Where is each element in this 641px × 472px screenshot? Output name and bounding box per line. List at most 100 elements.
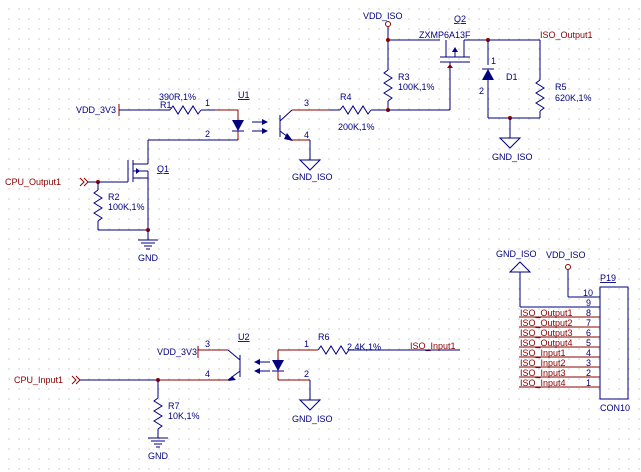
p19-pin-number: 8	[586, 308, 591, 318]
iso-input1-port-label: ISO_Input1	[410, 341, 456, 351]
p19-pin-row: 10	[583, 288, 593, 298]
q2-value: ZXMP6A13F	[419, 30, 471, 40]
gnd-iso-conn-label: GND_ISO	[496, 249, 537, 259]
iso-output1-port-label: ISO_Output1	[540, 30, 593, 40]
p19-pin-net-label: ISO_Input1	[520, 348, 566, 358]
nmosfet-q1[interactable]: Q1	[127, 139, 238, 182]
d1-pin2-num: 2	[479, 86, 484, 96]
vdd-3v3-bottom-symbol: VDD_3V3	[157, 346, 199, 358]
p19-pin-row: ISO_Input4 1	[519, 378, 600, 388]
pmosfet-q2[interactable]: Q2 ZXMP6A13F	[419, 14, 471, 72]
resistor-r2[interactable]: R2 100K,1%	[93, 189, 145, 222]
gnd-iso-d1-symbol: GND_ISO	[492, 137, 533, 162]
p19-pin-number: 6	[586, 328, 591, 338]
p19-value: CON10	[600, 403, 630, 413]
p19-pin-row: ISO_Input2 3	[519, 358, 600, 368]
p19-pin-number: 2	[586, 368, 591, 378]
p19-pin-net-label: ISO_Input4	[520, 378, 566, 388]
p19-pin-row: ISO_Output4 5	[519, 338, 600, 348]
u2-pin4-num: 4	[205, 369, 210, 379]
p19-pin-number: 9	[586, 298, 591, 308]
gnd-r7-symbol: GND	[148, 437, 169, 461]
u1-pin3-num: 3	[304, 98, 309, 108]
q1-ref: Q1	[157, 164, 169, 174]
p19-pin-number: 4	[586, 348, 591, 358]
r5-ref: R5	[555, 82, 567, 92]
vdd-3v3-bottom-label: VDD_3V3	[157, 347, 197, 357]
optocoupler-u2[interactable]: U2 1 2	[227, 332, 318, 381]
p19-pin-number: 1	[586, 378, 591, 388]
u1-pin2-num: 2	[205, 129, 210, 139]
r1-value: 390R,1%	[159, 92, 196, 102]
resistor-r3[interactable]: R3 100K,1%	[383, 69, 435, 102]
vdd-iso-conn-symbol: VDD_ISO	[546, 250, 586, 270]
u1-pin4-num: 4	[304, 130, 309, 140]
r4-value: 200K,1%	[338, 122, 375, 132]
q2-ref: Q2	[454, 14, 466, 24]
d1-ref: D1	[506, 72, 518, 82]
resistor-r7[interactable]: R7 10K,1%	[153, 397, 200, 430]
p19-pin-row: ISO_Input1 4	[519, 348, 600, 358]
r2-ref: R2	[108, 192, 120, 202]
p19-pin-number: 3	[586, 358, 591, 368]
vdd-3v3-top-symbol: VDD_3V3	[76, 104, 170, 116]
p19-pin-net-label: ISO_Output4	[520, 338, 573, 348]
p19-pin-net-label: ISO_Output3	[520, 328, 573, 338]
r3-ref: R3	[398, 72, 410, 82]
p19-pin-net-label: ISO_Output2	[520, 318, 573, 328]
r6-ref: R6	[318, 332, 330, 342]
p19-pin-net-label: ISO_Output1	[520, 308, 573, 318]
p19-pin-number: 10	[583, 288, 593, 298]
d1-pin1-num: 1	[491, 56, 496, 66]
p19-pin-row: 9	[586, 298, 591, 308]
r7-ref: R7	[168, 401, 180, 411]
r5-value: 620K,1%	[555, 93, 592, 103]
vdd-iso-top-label: VDD_ISO	[363, 11, 403, 21]
gnd-r7-label: GND	[148, 451, 169, 461]
cpu-output1-port[interactable]: CPU_Output1	[5, 177, 89, 187]
cpu-input1-label: CPU_Input1	[14, 375, 63, 385]
optocoupler-u1[interactable]: U1 2 3 4	[205, 90, 330, 141]
u2-pin2-num: 2	[304, 369, 309, 379]
resistor-r5[interactable]: R5 620K,1%	[535, 79, 592, 112]
r3-value: 100K,1%	[398, 82, 435, 92]
vdd-3v3-top-label: VDD_3V3	[76, 105, 116, 115]
p19-pin-row: ISO_Output3 6	[519, 328, 600, 338]
gnd-iso-d1-label: GND_ISO	[492, 152, 533, 162]
vdd-iso-top-symbol: VDD_ISO	[363, 11, 403, 27]
p19-pin-net-label: ISO_Input3	[520, 368, 566, 378]
gnd-iso-u1-symbol: GND_ISO	[292, 159, 333, 182]
resistor-r1[interactable]: 390R,1% R1	[159, 92, 202, 115]
u1-pin1-num: 1	[205, 98, 210, 108]
r6-value: 2.4K,1%	[347, 342, 381, 352]
u1-ref: U1	[238, 90, 250, 100]
resistor-r6[interactable]: R6 2.4K,1%	[317, 332, 381, 355]
r2-value: 100K,1%	[108, 202, 145, 212]
r7-value: 10K,1%	[168, 411, 200, 421]
u2-ref: U2	[238, 332, 250, 342]
p19-pin-row: ISO_Output1 8	[519, 308, 600, 318]
gnd-iso-u1-label: GND_ISO	[292, 172, 333, 182]
p19-pin-number: 5	[586, 338, 591, 348]
r1-ref: R1	[160, 100, 172, 110]
gnd-iso-u2-symbol: GND_ISO	[292, 399, 333, 424]
p19-pin-net-label: ISO_Input2	[520, 358, 566, 368]
cpu-output1-label: CPU_Output1	[5, 177, 61, 187]
gnd-q1-symbol: GND	[138, 239, 159, 263]
p19-ref: P19	[600, 273, 616, 283]
cpu-input1-port[interactable]: CPU_Input1	[14, 375, 81, 385]
p19-pin-row: ISO_Output2 7	[519, 318, 600, 328]
gnd-iso-u2-label: GND_ISO	[292, 414, 333, 424]
p19-pin-number: 7	[586, 318, 591, 328]
resistor-r4[interactable]: R4 200K,1%	[338, 92, 375, 132]
diode-d1[interactable]: 1 2 D1	[479, 40, 518, 118]
u2-pin3-num: 3	[205, 339, 210, 349]
gnd-iso-conn-symbol: GND_ISO	[496, 249, 537, 273]
gnd-q1-label: GND	[138, 253, 159, 263]
p19-pin-row: ISO_Input3 2	[519, 368, 600, 378]
r4-ref: R4	[340, 92, 352, 102]
